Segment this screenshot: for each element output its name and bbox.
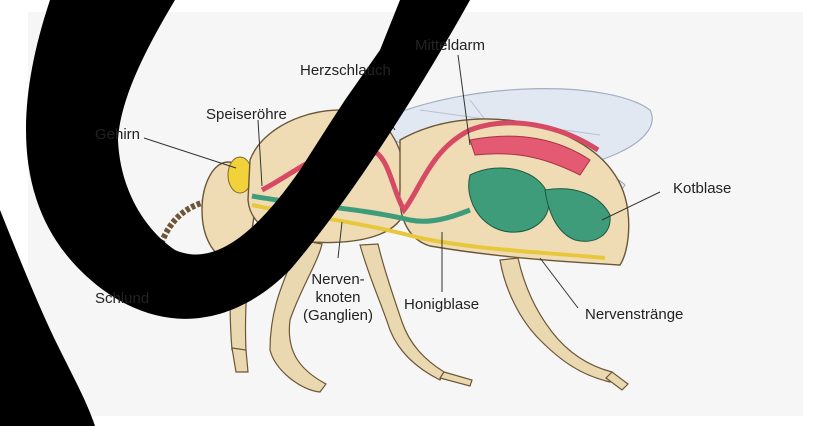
label-speiseroehre: Speiseröhre	[206, 106, 287, 124]
label-gehirn: Gehirn	[95, 126, 140, 144]
label-kotblase: Kotblase	[673, 180, 731, 198]
label-nervenknoten-line1: Nerven-	[300, 271, 376, 289]
label-honigblase: Honigblase	[404, 296, 479, 314]
label-nervenknoten: Nerven- knoten (Ganglien)	[300, 271, 376, 325]
label-nervenknoten-line2: knoten	[300, 289, 376, 307]
label-herzschlauch: Herzschlauch	[300, 62, 391, 80]
label-nervenstraenge: Nervenstränge	[585, 306, 683, 324]
label-schlund: Schlund	[95, 290, 149, 308]
label-nervenknoten-line3: (Ganglien)	[300, 307, 376, 325]
label-mitteldarm: Mitteldarm	[415, 37, 485, 55]
